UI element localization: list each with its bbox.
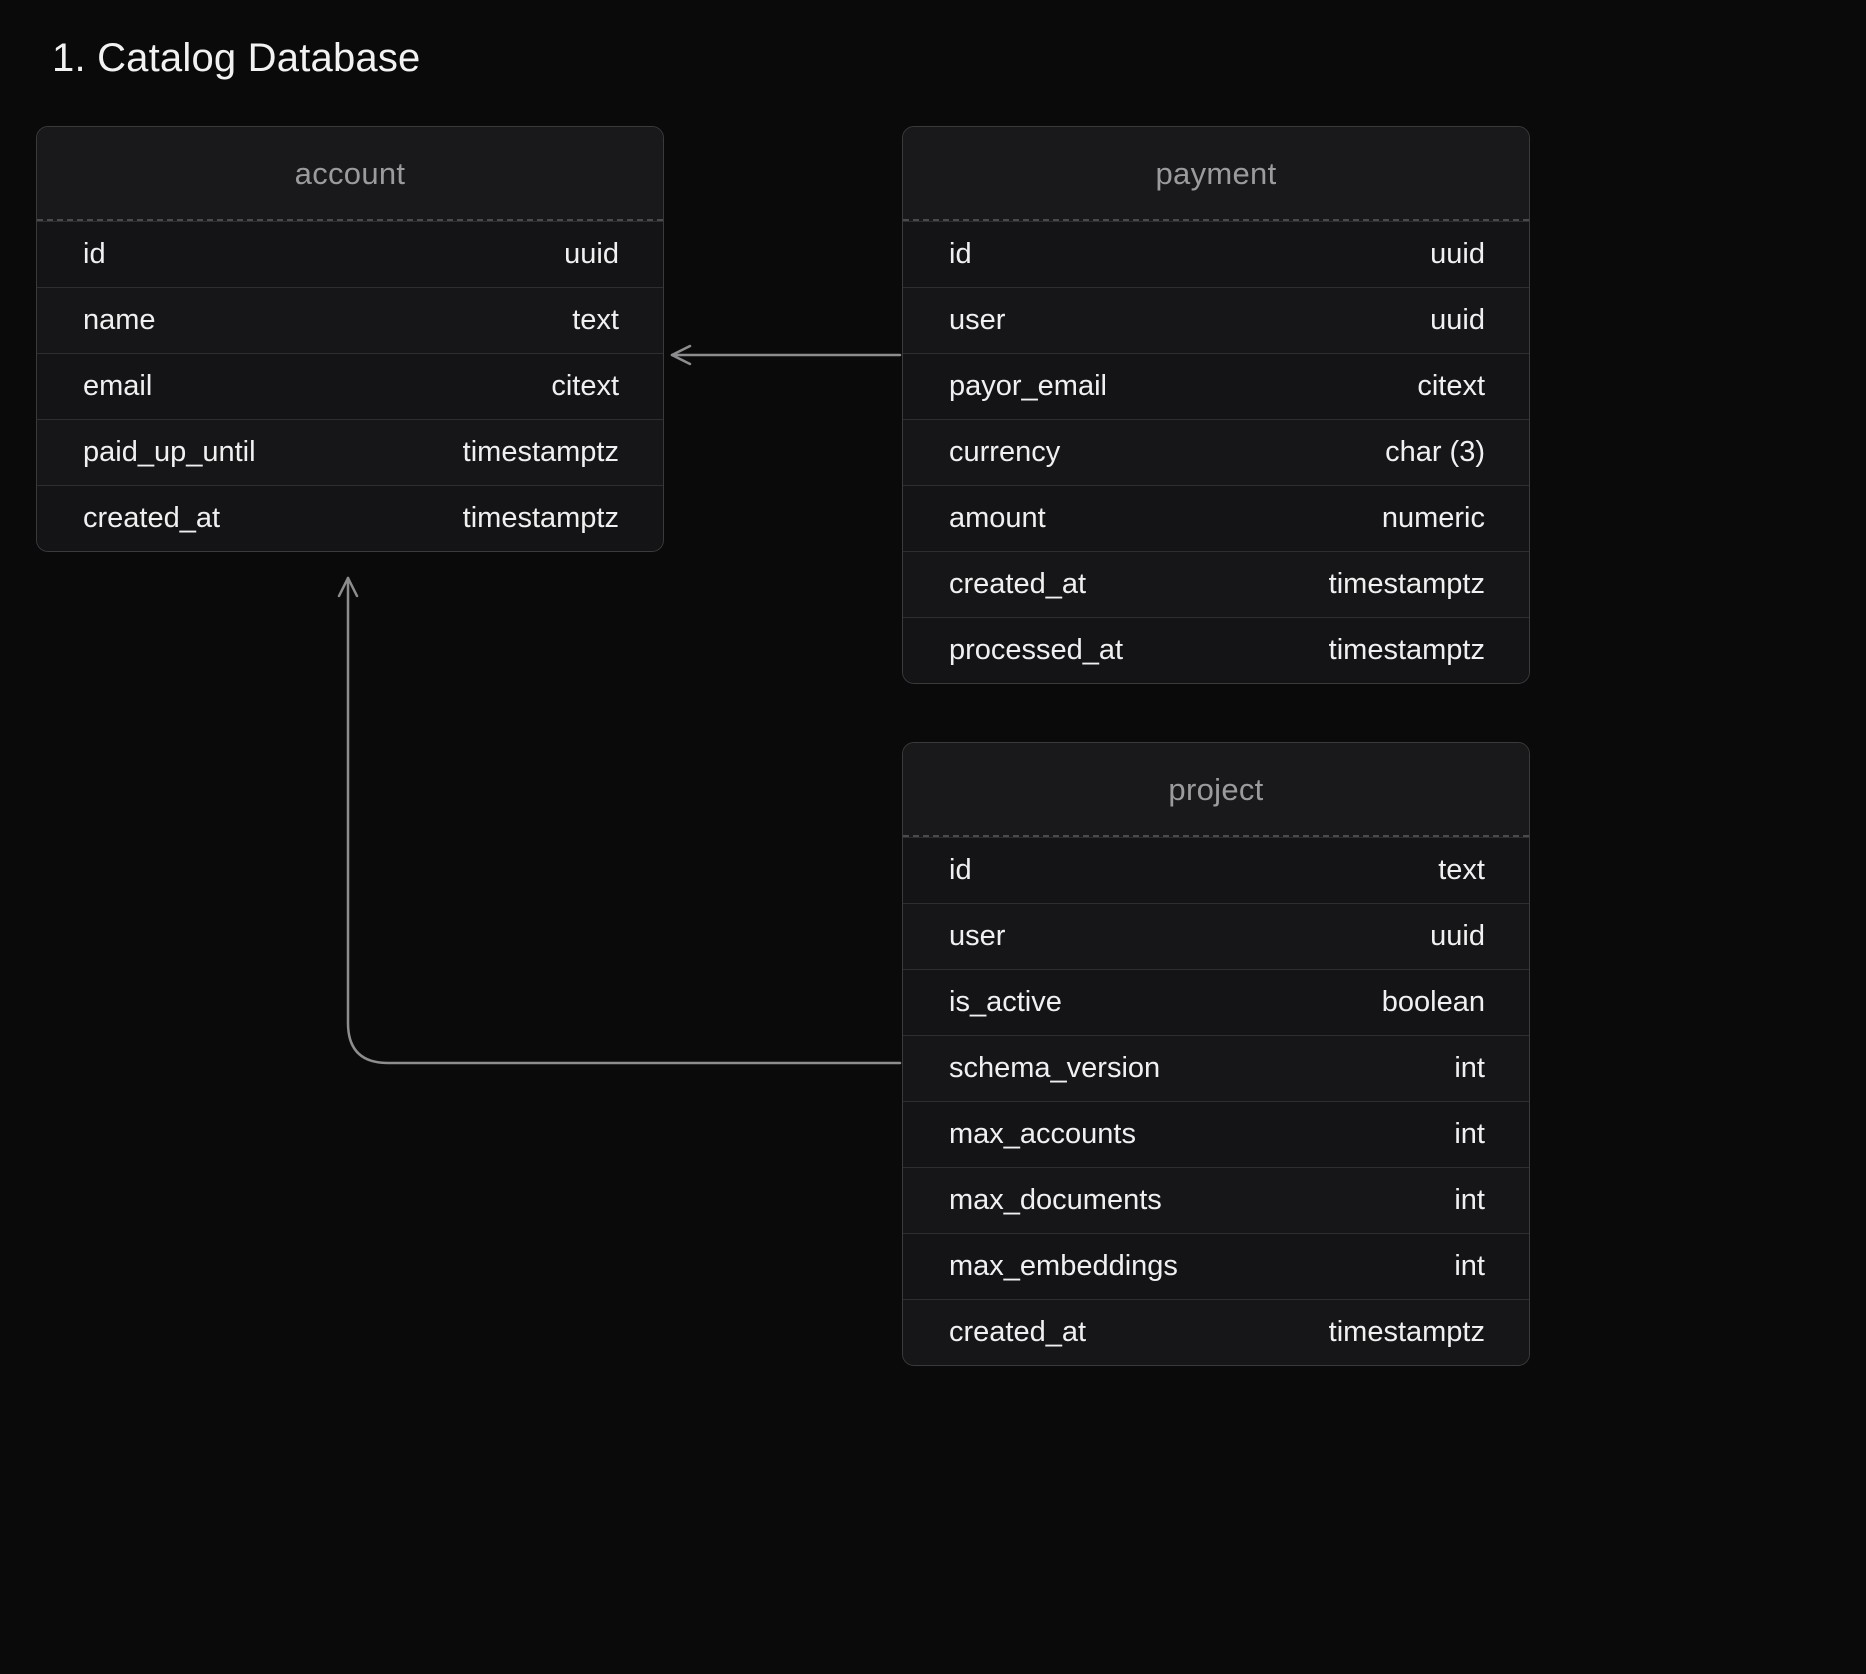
erd-row[interactable]: max_documents int bbox=[903, 1167, 1529, 1233]
erd-column-name: payor_email bbox=[949, 370, 1107, 403]
erd-column-type: boolean bbox=[1382, 986, 1485, 1019]
erd-table-header-project: project bbox=[903, 743, 1529, 837]
erd-column-name: name bbox=[83, 304, 156, 337]
erd-row[interactable]: payor_email citext bbox=[903, 353, 1529, 419]
erd-column-name: processed_at bbox=[949, 634, 1123, 667]
erd-row[interactable]: name text bbox=[37, 287, 663, 353]
erd-row[interactable]: paid_up_until timestamptz bbox=[37, 419, 663, 485]
erd-column-name: is_active bbox=[949, 986, 1062, 1019]
erd-table-payment[interactable]: payment id uuid user uuid payor_email ci… bbox=[902, 126, 1530, 684]
erd-row[interactable]: max_embeddings int bbox=[903, 1233, 1529, 1299]
erd-column-type: uuid bbox=[1430, 920, 1485, 953]
erd-column-name: user bbox=[949, 920, 1005, 953]
erd-column-type: uuid bbox=[564, 238, 619, 271]
erd-row[interactable]: processed_at timestamptz bbox=[903, 617, 1529, 683]
connector-project-to-account bbox=[339, 578, 900, 1063]
erd-column-type: int bbox=[1454, 1250, 1485, 1283]
erd-column-name: user bbox=[949, 304, 1005, 337]
erd-column-type: timestamptz bbox=[463, 436, 619, 469]
erd-column-name: currency bbox=[949, 436, 1060, 469]
erd-column-name: max_documents bbox=[949, 1184, 1162, 1217]
erd-column-type: timestamptz bbox=[463, 502, 619, 535]
erd-column-name: email bbox=[83, 370, 152, 403]
erd-column-type: text bbox=[572, 304, 619, 337]
erd-column-type: char (3) bbox=[1385, 436, 1485, 469]
erd-column-type: numeric bbox=[1382, 502, 1485, 535]
erd-row[interactable]: created_at timestamptz bbox=[903, 1299, 1529, 1365]
erd-row[interactable]: created_at timestamptz bbox=[37, 485, 663, 551]
erd-table-header-account: account bbox=[37, 127, 663, 221]
erd-column-name: created_at bbox=[83, 502, 220, 535]
erd-column-type: timestamptz bbox=[1329, 568, 1485, 601]
erd-column-type: uuid bbox=[1430, 304, 1485, 337]
erd-row[interactable]: max_accounts int bbox=[903, 1101, 1529, 1167]
erd-table-title: account bbox=[295, 156, 406, 192]
erd-row[interactable]: is_active boolean bbox=[903, 969, 1529, 1035]
erd-row[interactable]: user uuid bbox=[903, 903, 1529, 969]
erd-row[interactable]: id uuid bbox=[903, 221, 1529, 287]
erd-row[interactable]: schema_version int bbox=[903, 1035, 1529, 1101]
connector-payment-to-account bbox=[672, 346, 900, 364]
erd-column-name: id bbox=[83, 238, 106, 271]
erd-row[interactable]: user uuid bbox=[903, 287, 1529, 353]
erd-row[interactable]: email citext bbox=[37, 353, 663, 419]
erd-column-type: citext bbox=[1417, 370, 1485, 403]
erd-row[interactable]: created_at timestamptz bbox=[903, 551, 1529, 617]
erd-table-title: project bbox=[1168, 772, 1263, 808]
erd-table-header-payment: payment bbox=[903, 127, 1529, 221]
erd-column-type: int bbox=[1454, 1118, 1485, 1151]
erd-row[interactable]: id uuid bbox=[37, 221, 663, 287]
erd-column-name: created_at bbox=[949, 568, 1086, 601]
erd-row[interactable]: amount numeric bbox=[903, 485, 1529, 551]
erd-column-type: text bbox=[1438, 854, 1485, 887]
erd-column-name: id bbox=[949, 238, 972, 271]
erd-column-name: id bbox=[949, 854, 972, 887]
erd-column-type: citext bbox=[551, 370, 619, 403]
erd-column-type: timestamptz bbox=[1329, 1316, 1485, 1349]
erd-row[interactable]: currency char (3) bbox=[903, 419, 1529, 485]
erd-column-name: amount bbox=[949, 502, 1046, 535]
erd-column-type: int bbox=[1454, 1052, 1485, 1085]
erd-column-name: max_embeddings bbox=[949, 1250, 1178, 1283]
erd-column-type: timestamptz bbox=[1329, 634, 1485, 667]
erd-column-name: max_accounts bbox=[949, 1118, 1136, 1151]
erd-column-name: created_at bbox=[949, 1316, 1086, 1349]
page-title: 1. Catalog Database bbox=[52, 36, 421, 81]
erd-table-account[interactable]: account id uuid name text email citext p… bbox=[36, 126, 664, 552]
erd-column-type: uuid bbox=[1430, 238, 1485, 271]
erd-column-name: paid_up_until bbox=[83, 436, 256, 469]
erd-table-title: payment bbox=[1156, 156, 1277, 192]
erd-table-project[interactable]: project id text user uuid is_active bool… bbox=[902, 742, 1530, 1366]
erd-column-type: int bbox=[1454, 1184, 1485, 1217]
erd-column-name: schema_version bbox=[949, 1052, 1160, 1085]
erd-row[interactable]: id text bbox=[903, 837, 1529, 903]
